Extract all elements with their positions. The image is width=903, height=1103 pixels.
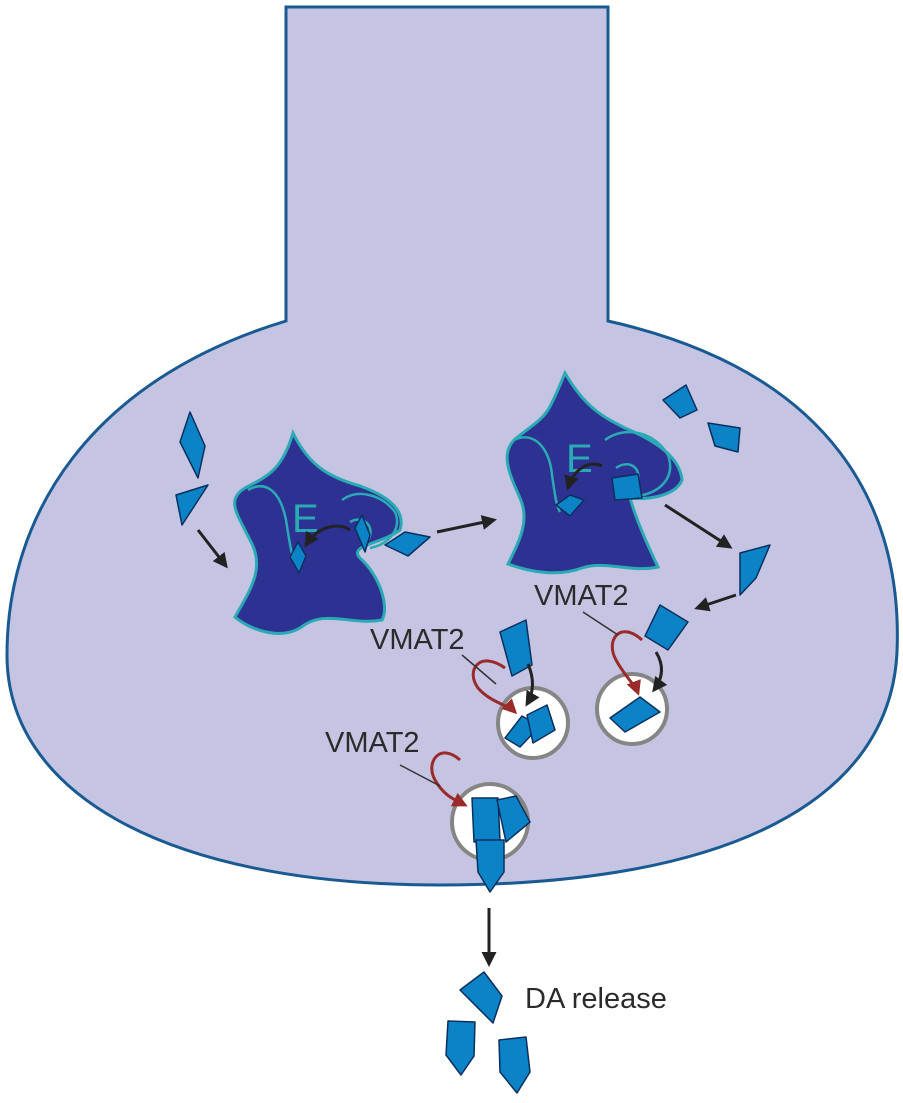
vmat2-leader-1 bbox=[461, 654, 497, 685]
arrow-into-vesicle-2 bbox=[652, 651, 668, 693]
molecule-precursor-1 bbox=[179, 411, 206, 479]
vmat2-label-2: VMAT2 bbox=[534, 580, 629, 612]
molecule-in-enzyme-2b bbox=[611, 473, 643, 501]
molecule-free-3 bbox=[739, 544, 771, 596]
vesicle-2 bbox=[595, 672, 669, 746]
vmat2-leader-2 bbox=[582, 611, 619, 636]
vesicle-3-fusing bbox=[450, 782, 531, 893]
enzyme-2-letter: E bbox=[566, 437, 593, 481]
molecule-free-4 bbox=[644, 604, 689, 651]
arrow-precursor-to-enzyme-1 bbox=[196, 529, 228, 569]
vmat2-label-3: VMAT2 bbox=[325, 727, 420, 759]
molecule-exiting-enzyme-1 bbox=[384, 531, 431, 557]
released-molecule-1 bbox=[459, 971, 503, 1024]
vmat2-label-1: VMAT2 bbox=[370, 624, 465, 656]
vesicle-1 bbox=[496, 686, 570, 760]
arrow-enzyme-2-out bbox=[664, 503, 733, 549]
molecule-in-enzyme-1b bbox=[354, 514, 371, 553]
conversion-arrow-2 bbox=[564, 462, 603, 491]
molecule-precursor-2 bbox=[175, 484, 209, 526]
axon-terminal bbox=[5, 5, 899, 887]
molecule-free-1 bbox=[662, 384, 698, 419]
conversion-arrow-1 bbox=[304, 524, 351, 548]
arrow-enzyme-1-to-enzyme-2 bbox=[436, 515, 497, 534]
vmat2-loop-3 bbox=[430, 751, 468, 807]
released-molecule-2 bbox=[445, 1020, 476, 1076]
vmat2-leader-3 bbox=[399, 764, 441, 787]
arrow-into-vesicle-1 bbox=[525, 663, 540, 707]
molecule-in-enzyme-2a bbox=[555, 494, 585, 517]
da-release-label: DA release bbox=[525, 983, 667, 1015]
released-molecule-3 bbox=[498, 1036, 531, 1094]
molecule-in-enzyme-1a bbox=[289, 541, 307, 574]
vmat2-loop-2 bbox=[610, 630, 644, 696]
arrow-toward-vesicle bbox=[694, 593, 737, 612]
molecule-free-5 bbox=[499, 619, 533, 677]
molecule-free-2 bbox=[707, 422, 741, 453]
vmat2-loop-1 bbox=[471, 659, 518, 715]
